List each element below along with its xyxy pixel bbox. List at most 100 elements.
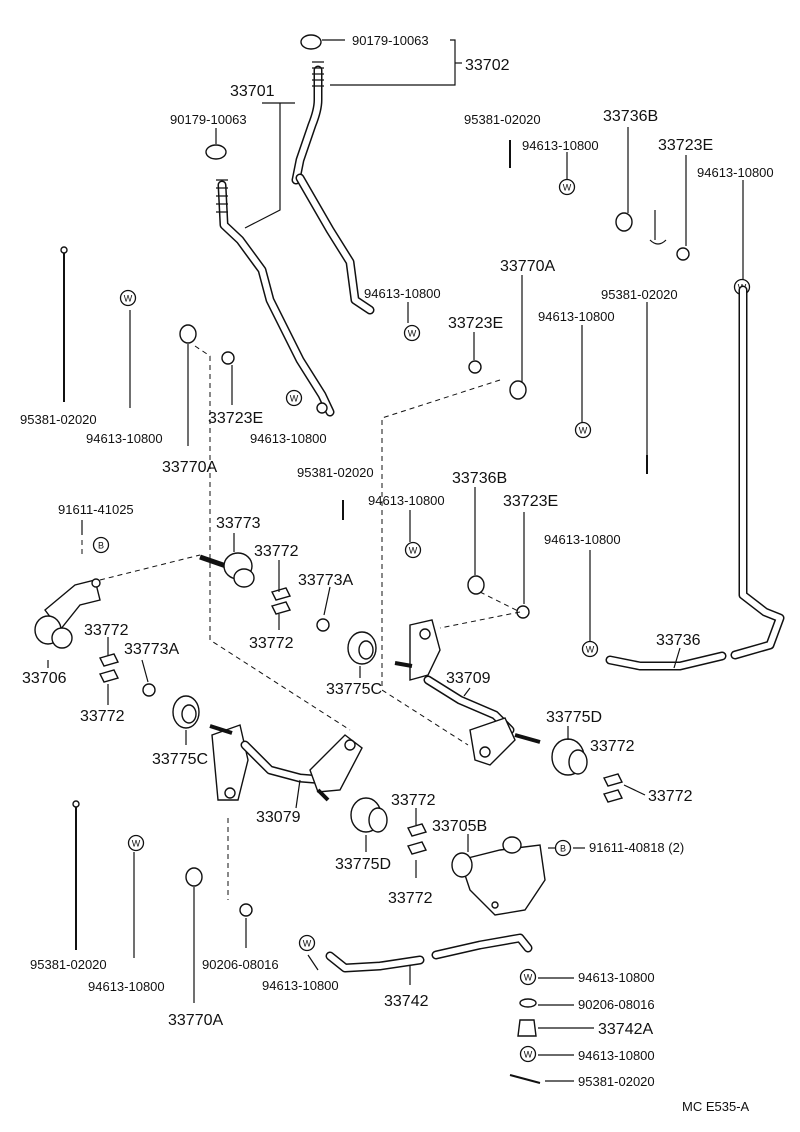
cotter-pin-icon: [509, 1074, 541, 1084]
lever-33079: [209, 724, 363, 802]
label-33773a: 33773A: [124, 641, 179, 658]
label-95381-02020: 95381-02020: [30, 957, 107, 972]
label-33775d: 33775D: [546, 709, 602, 726]
label-33742: 33742: [384, 993, 429, 1010]
clip-icon: [649, 210, 667, 245]
svg-text:W: W: [303, 939, 312, 949]
split-bushing-icon: [406, 823, 428, 855]
joint-33773: [199, 552, 255, 588]
leader-lines: [47, 39, 744, 1082]
seal-icon: [551, 738, 588, 776]
svg-text:W: W: [409, 546, 418, 556]
label-33775d: 33775D: [335, 856, 391, 873]
split-bushing-icon: [98, 653, 120, 683]
washer-icon: W: [519, 968, 537, 986]
label-33702: 33702: [465, 57, 510, 74]
label-95381-02020: 95381-02020: [20, 412, 97, 427]
washer-icon: W: [298, 934, 316, 952]
label-94613-10800: 94613-10800: [578, 1048, 655, 1063]
label-33772: 33772: [388, 890, 433, 907]
label-94613-10800: 94613-10800: [364, 286, 441, 301]
split-bushing-icon: [602, 773, 624, 803]
seal-icon: [172, 695, 200, 729]
svg-text:W: W: [579, 426, 588, 436]
label-33723e: 33723E: [448, 315, 503, 332]
bushing-icon: [467, 575, 485, 595]
bushing-icon: [615, 212, 633, 232]
bracket-33706: [34, 578, 101, 649]
clip-icon: [316, 618, 330, 632]
svg-text:W: W: [586, 645, 595, 655]
label-94613-10800: 94613-10800: [262, 978, 339, 993]
bushing-icon: [179, 324, 197, 344]
label-33709: 33709: [446, 670, 491, 687]
bushing-icon: [509, 380, 527, 400]
washer-icon: W: [404, 541, 422, 559]
label-91611-40818: 91611-40818 (2): [589, 840, 684, 855]
label-90206-08016: 90206-08016: [202, 957, 279, 972]
label-33742a: 33742A: [598, 1021, 653, 1038]
label-33736b: 33736B: [603, 108, 658, 125]
bushing-33742a-icon: [517, 1019, 537, 1037]
label-33723e: 33723E: [503, 493, 558, 510]
label-33701: 33701: [230, 83, 275, 100]
washer-icon: W: [285, 389, 303, 407]
washer-icon: W: [558, 178, 576, 196]
bushing-icon: [185, 867, 203, 887]
label-33772: 33772: [80, 708, 125, 725]
label-94613-10800: 94613-10800: [522, 138, 599, 153]
label-33772: 33772: [249, 635, 294, 652]
rod-33701: [205, 144, 335, 417]
svg-text:W: W: [290, 394, 299, 404]
label-94613-10800: 94613-10800: [544, 532, 621, 547]
clip-icon: [239, 903, 253, 917]
label-33770a: 33770A: [500, 258, 555, 275]
label-90179-10063: 90179-10063: [170, 112, 247, 127]
dashed-connectors: [81, 345, 521, 900]
clip-icon: [516, 605, 530, 619]
washer-icon: W: [581, 640, 599, 658]
cotter-pin-icon: [72, 800, 80, 950]
rod-33702: [291, 34, 375, 315]
svg-text:W: W: [408, 329, 417, 339]
label-94613-10800: 94613-10800: [697, 165, 774, 180]
label-33772: 33772: [254, 543, 299, 560]
label-33772: 33772: [84, 622, 129, 639]
label-33723e: 33723E: [208, 410, 263, 427]
seal-icon: [347, 631, 377, 665]
label-33775c: 33775C: [152, 751, 208, 768]
washer-icon: W: [574, 421, 592, 439]
svg-text:W: W: [524, 1050, 533, 1060]
label-94613-10800: 94613-10800: [368, 493, 445, 508]
cotter-pin-icon: [60, 246, 68, 402]
label-94613-10800: 94613-10800: [250, 431, 327, 446]
label-33773a: 33773A: [298, 572, 353, 589]
washer-flat-icon: [519, 998, 537, 1008]
label-33775c: 33775C: [326, 681, 382, 698]
label-95381-02020: 95381-02020: [297, 465, 374, 480]
label-33773: 33773: [216, 515, 261, 532]
label-90206-08016: 90206-08016: [578, 997, 655, 1012]
washer-icon: W: [403, 324, 421, 342]
rod-33742: [325, 933, 533, 973]
svg-text:W: W: [524, 973, 533, 983]
svg-text:W: W: [563, 183, 572, 193]
label-33772: 33772: [391, 792, 436, 809]
clip-icon: [221, 351, 235, 365]
label-95381-02020: 95381-02020: [601, 287, 678, 302]
rod-33736: [605, 285, 785, 671]
clip-icon: [676, 247, 690, 261]
nut-icon: [300, 34, 322, 50]
svg-text:W: W: [132, 839, 141, 849]
split-bushing-icon: [270, 587, 292, 615]
nut-icon: [205, 144, 227, 160]
label-33770a: 33770A: [162, 459, 217, 476]
clip-icon: [468, 360, 482, 374]
label-33079: 33079: [256, 809, 301, 826]
part-labels: 90179-10063 33702 33701 90179-10063 9538…: [20, 33, 774, 1114]
label-94613-10800: 94613-10800: [86, 431, 163, 446]
bolt-icon: B: [92, 536, 110, 554]
label-33772: 33772: [648, 788, 693, 805]
bracket-33705b: [451, 836, 546, 916]
